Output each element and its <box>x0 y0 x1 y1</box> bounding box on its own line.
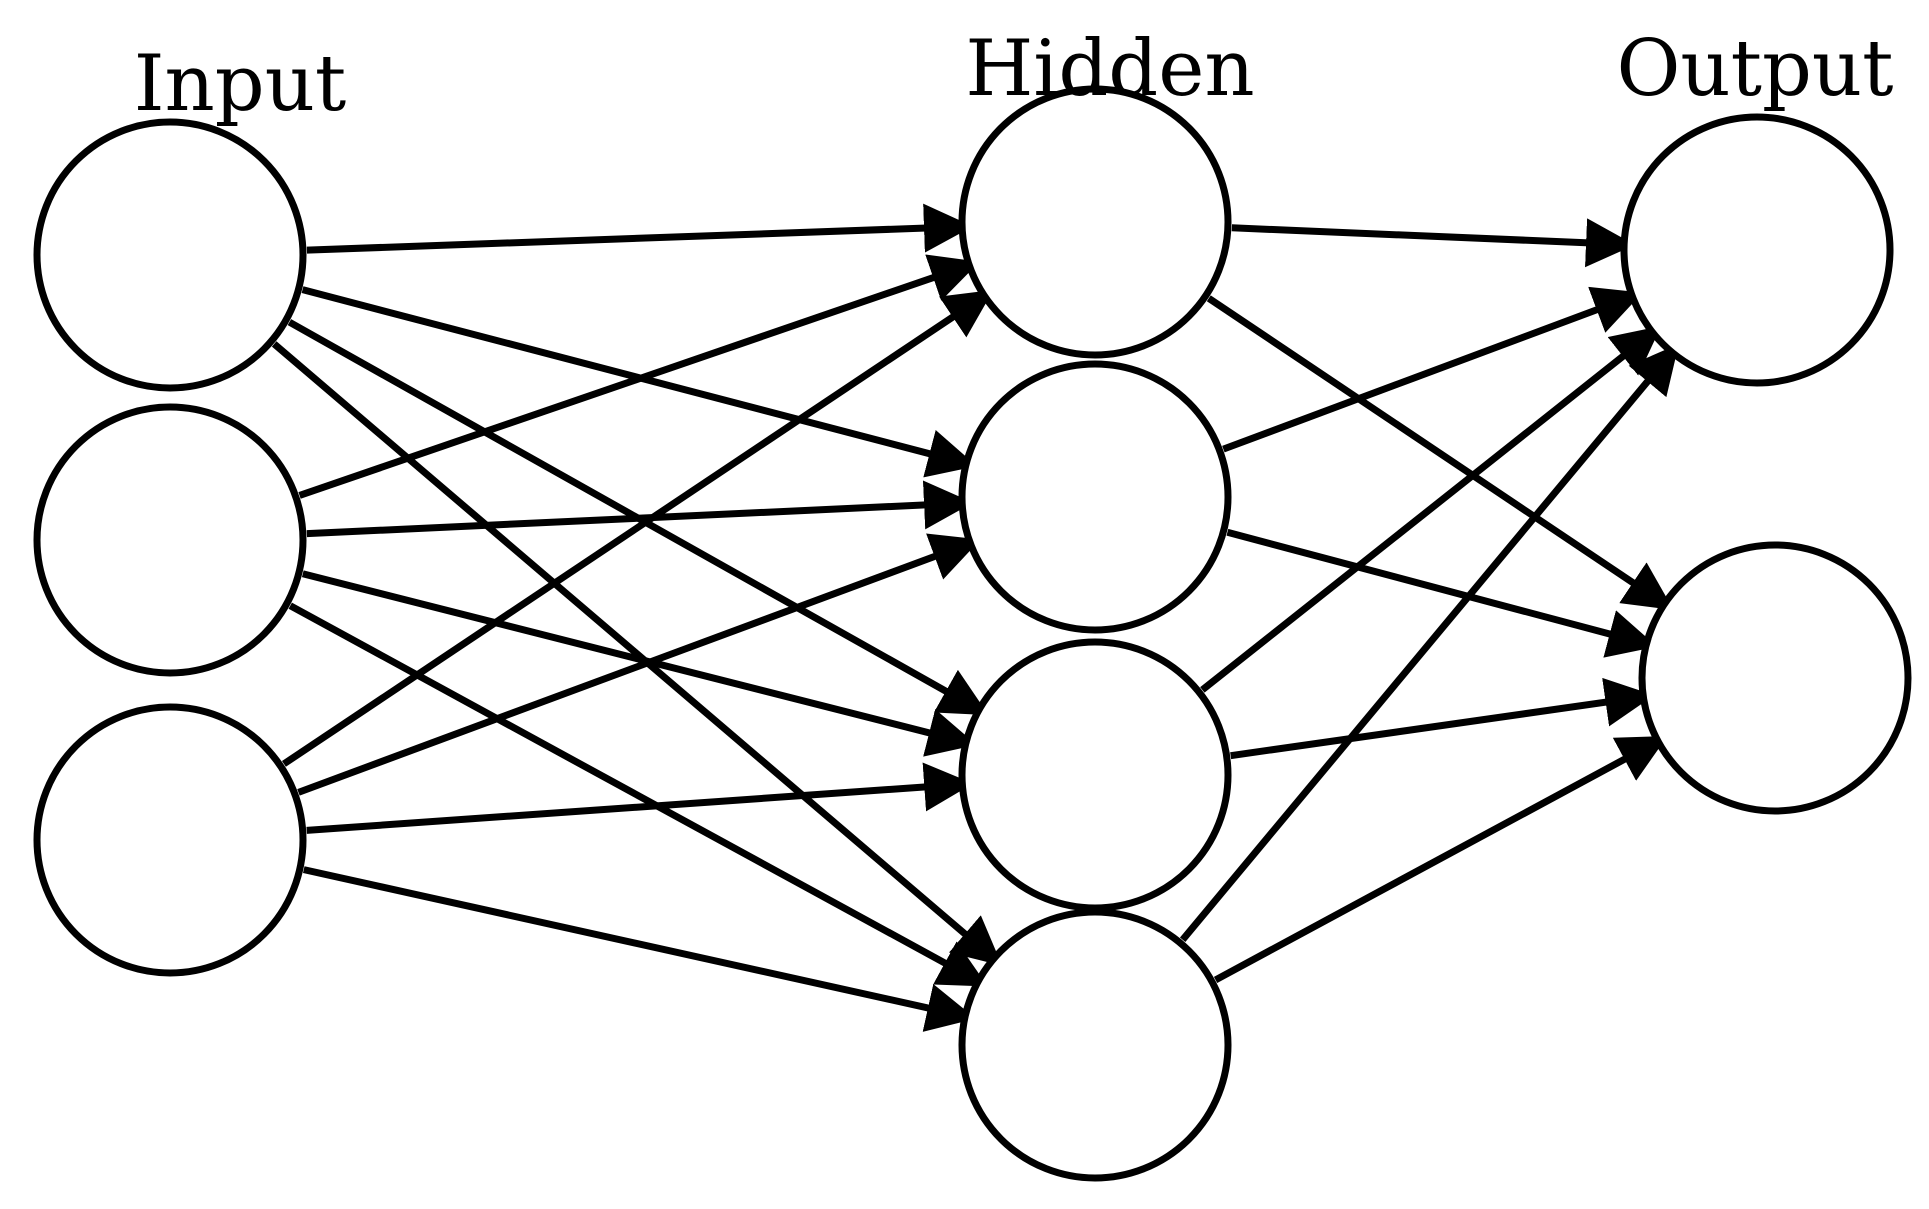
input-node-1 <box>33 118 307 392</box>
edge-input-3-to-hidden-2 <box>297 533 981 796</box>
edge-input-2-to-hidden-3 <box>301 570 977 757</box>
output-node-1 <box>1620 113 1894 387</box>
edge-hidden-1-to-output-2 <box>1206 295 1674 611</box>
edge-input-2-to-hidden-1 <box>298 254 980 499</box>
edge-hidden-3-to-output-2 <box>1230 677 1655 760</box>
neurons <box>33 85 1912 1182</box>
edge-hidden-2-to-output-2 <box>1226 528 1658 658</box>
edge-input-3-to-hidden-1 <box>281 289 994 767</box>
input-layer-label: Input <box>134 39 347 129</box>
hidden-node-3 <box>958 638 1232 912</box>
input-node-3 <box>33 703 307 977</box>
output-layer-label: Output <box>1616 24 1893 114</box>
connections <box>271 203 1679 1032</box>
edge-hidden-4-to-output-1 <box>1179 343 1679 942</box>
edge-input-2-to-hidden-2 <box>306 480 974 538</box>
edge-hidden-2-to-output-1 <box>1222 286 1643 453</box>
edge-input-1-to-hidden-1 <box>306 203 973 254</box>
edge-hidden-1-to-output-1 <box>1231 218 1636 268</box>
edge-hidden-3-to-output-1 <box>1200 325 1662 693</box>
output-node-2 <box>1638 541 1912 815</box>
edge-input-2-to-hidden-4 <box>288 602 988 988</box>
hidden-node-2 <box>958 360 1232 634</box>
edge-hidden-4-to-output-2 <box>1213 735 1668 984</box>
edge-input-1-to-hidden-4 <box>271 341 1003 966</box>
hidden-node-1 <box>958 85 1232 359</box>
hidden-layer-label: Hidden <box>965 24 1254 114</box>
edge-input-3-to-hidden-4 <box>302 866 976 1032</box>
hidden-node-4 <box>958 908 1232 1182</box>
edge-input-3-to-hidden-3 <box>306 762 974 834</box>
input-node-2 <box>33 403 307 677</box>
